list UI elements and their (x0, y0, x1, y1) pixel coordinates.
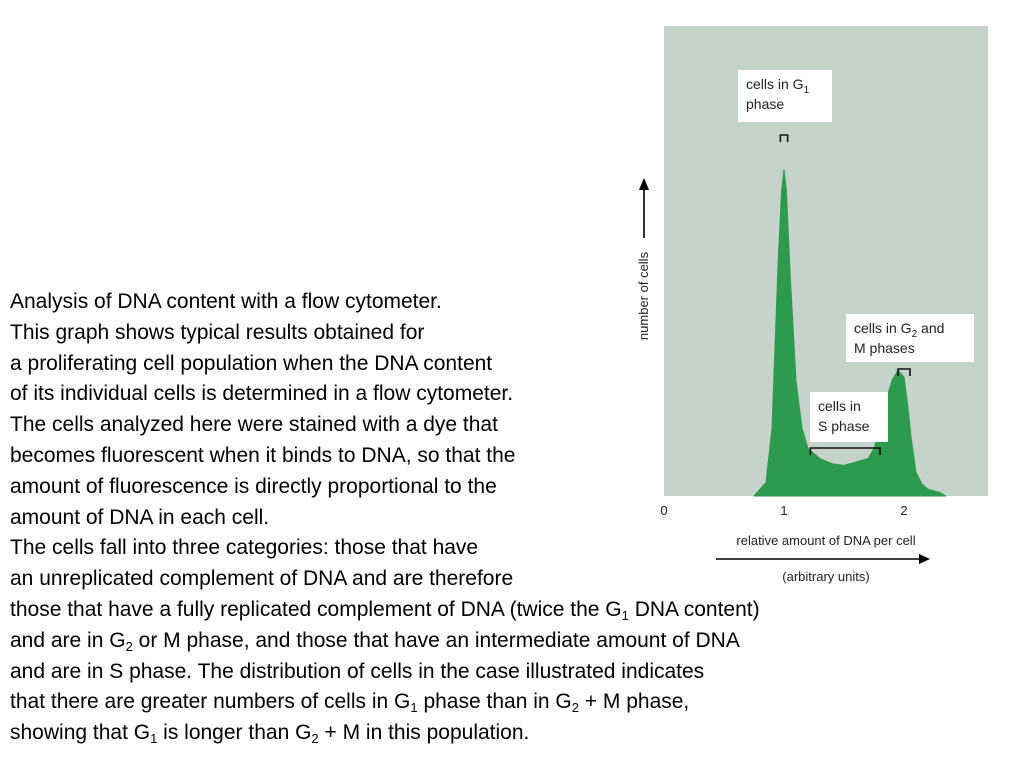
annotation-tail: and (917, 320, 944, 336)
caption-subscript: 1 (410, 700, 418, 716)
histogram-svg: 0 1 2 relative amount of DNA per cell (arbit… (636, 26, 988, 584)
caption-subscript: 2 (311, 731, 319, 747)
caption-line: and are in G2 or M phase, and those that… (10, 628, 740, 654)
caption-line: amount of fluorescence is directly propo… (10, 474, 497, 498)
caption-subscript: 1 (150, 731, 158, 747)
y-axis-arrow-head (639, 178, 649, 190)
x-tick-label: 1 (780, 503, 787, 518)
annotation-label-line1: cells in (818, 398, 861, 414)
x-axis-unit-label: (arbitrary units) (782, 569, 869, 584)
x-tick-label: 0 (660, 503, 667, 518)
annotation-bracket (779, 134, 789, 142)
y-axis-label: number of cells (636, 251, 651, 340)
caption-line: and are in S phase. The distribution of … (10, 659, 705, 683)
annotation-label-line2: S phase (818, 418, 870, 434)
caption-line: showing that G1 is longer than G2 + M in… (10, 721, 530, 747)
caption-line: amount of DNA in each cell. (10, 505, 270, 529)
x-tick-label: 2 (900, 503, 907, 518)
annotation-label-line1: cells in G2 and (854, 320, 944, 340)
annotation-label-line2: M phases (854, 340, 915, 356)
x-axis-label: relative amount of DNA per cell (736, 533, 915, 548)
caption-subscript: 2 (125, 638, 133, 654)
caption-line: that there are greater numbers of cells … (10, 690, 690, 716)
caption-subscript: 2 (571, 700, 579, 716)
annotation-label-line1: cells in G1 (746, 76, 810, 96)
annotation-box (738, 70, 832, 122)
caption-line: The cells fall into three categories: th… (10, 536, 479, 560)
caption-line: an unreplicated complement of DNA and ar… (10, 567, 514, 591)
annotation-bracket (897, 368, 911, 376)
annotation-subscript: 1 (804, 85, 810, 96)
caption-line: becomes fluorescent when it binds to DNA… (10, 443, 516, 467)
caption-subscript: 1 (621, 607, 629, 623)
caption-line: of its individual cells is determined in… (10, 382, 514, 406)
annotation-box (846, 314, 974, 362)
annotation-label-line2: phase (746, 96, 784, 112)
histogram-area (753, 169, 947, 497)
dna-content-histogram: 0 1 2 relative amount of DNA per cell (arbit… (630, 20, 1000, 595)
caption-line: This graph shows typical results obtaine… (10, 320, 425, 344)
annotation-subscript: 2 (912, 329, 918, 340)
caption-line: a proliferating cell population when the… (10, 351, 493, 375)
figure-caption: Analysis of DNA content with a flow cyto… (10, 287, 1010, 749)
caption-line: Analysis of DNA content with a flow cyto… (10, 290, 442, 313)
annotation-bracket (809, 447, 881, 455)
caption-line: The cells analyzed here were stained wit… (10, 413, 498, 437)
caption-line: those that have a fully replicated compl… (10, 597, 760, 623)
x-axis-arrow-head (919, 554, 930, 564)
annotation-box (810, 392, 888, 442)
